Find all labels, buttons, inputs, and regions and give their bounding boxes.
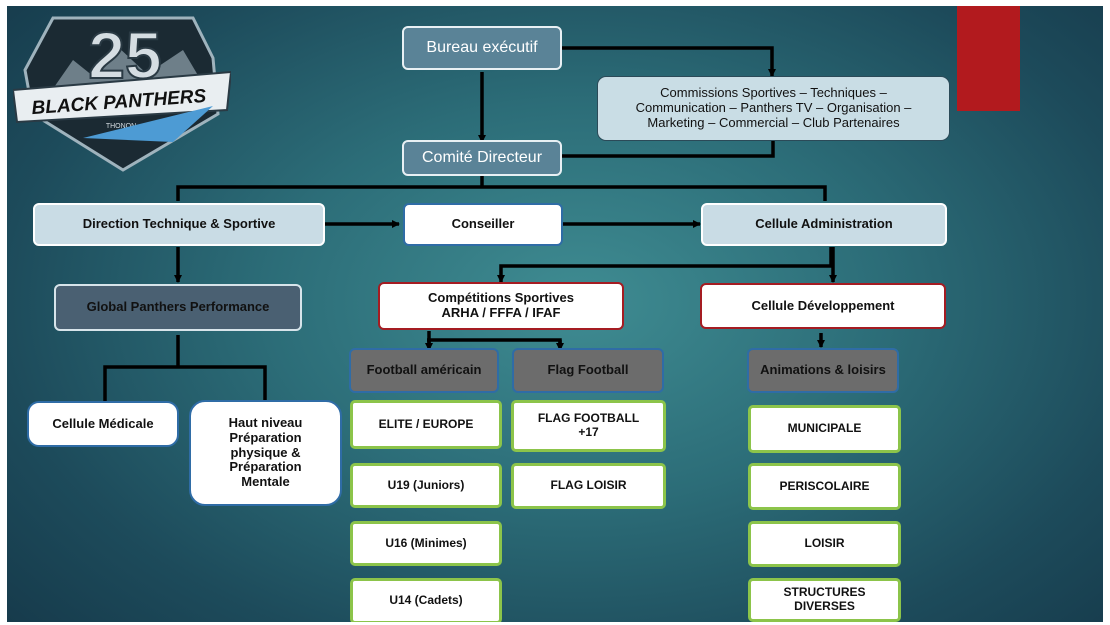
cellule-administration-label: Cellule Administration: [755, 216, 893, 232]
competitions-line-1: Compétitions Sportives: [428, 290, 574, 306]
red-accent-block: [957, 6, 1020, 111]
competitions-sportives-box: Compétitions Sportives ARHA / FFFA / IFA…: [378, 282, 624, 330]
haut-niveau-line-2: Préparation: [229, 429, 302, 445]
comite-directeur-box: Comité Directeur: [402, 140, 562, 176]
football-americain-box: Football américain: [349, 348, 499, 393]
org-chart-slide: 25 BLACK PANTHERS THONON: [7, 6, 1103, 622]
flag-item-plus17: FLAG FOOTBALL +17: [511, 400, 666, 452]
conseiller-box: Conseiller: [403, 203, 563, 246]
commissions-line-2: Communication – Panthers TV – Organisati…: [635, 100, 912, 116]
commissions-line-1: Commissions Sportives – Techniques –: [660, 85, 887, 101]
commissions-line-3: Marketing – Commercial – Club Partenaire…: [647, 114, 900, 130]
flag-football-label: Flag Football: [547, 362, 629, 378]
direction-technique-label: Direction Technique & Sportive: [82, 216, 276, 232]
competitions-line-2: ARHA / FFFA / IFAF: [441, 305, 561, 320]
global-panthers-performance-box: Global Panthers Performance: [54, 284, 302, 331]
flag-item-label: FLAG LOISIR: [550, 478, 627, 493]
animations-loisirs-label: Animations & loisirs: [760, 362, 886, 378]
animation-item-label: PERISCOLAIRE: [779, 478, 870, 493]
flag-item-loisir: FLAG LOISIR: [511, 463, 666, 509]
cellule-administration-box: Cellule Administration: [701, 203, 947, 246]
football-item-u14: U14 (Cadets): [350, 578, 502, 622]
animation-item-line-1: STRUCTURES: [783, 585, 866, 600]
animation-item-label: MUNICIPALE: [787, 421, 862, 436]
cellule-developpement-box: Cellule Développement: [700, 283, 946, 329]
animation-item-loisir: LOISIR: [748, 521, 901, 567]
bureau-executif-box: Bureau exécutif: [402, 26, 562, 70]
comite-directeur-label: Comité Directeur: [421, 148, 543, 166]
football-item-label: ELITE / EUROPE: [378, 416, 474, 431]
haut-niveau-box: Haut niveau Préparation physique & Prépa…: [189, 400, 342, 506]
global-panthers-performance-label: Global Panthers Performance: [86, 299, 270, 315]
animation-item-line-2: DIVERSES: [794, 599, 855, 613]
bureau-executif-label: Bureau exécutif: [426, 38, 538, 56]
animation-item-municipale: MUNICIPALE: [748, 405, 901, 453]
football-item-label: U14 (Cadets): [389, 593, 463, 608]
animation-item-label: LOISIR: [804, 536, 845, 551]
animation-item-periscolaire: PERISCOLAIRE: [748, 463, 901, 510]
cellule-medicale-label: Cellule Médicale: [52, 415, 154, 431]
haut-niveau-line-5: Mentale: [241, 474, 290, 490]
football-item-elite: ELITE / EUROPE: [350, 400, 502, 449]
flag-item-line-2: +17: [578, 425, 599, 439]
animation-item-structures: STRUCTURES DIVERSES: [748, 578, 901, 622]
football-item-u16: U16 (Minimes): [350, 521, 502, 566]
flag-football-box: Flag Football: [512, 348, 664, 393]
football-item-label: U16 (Minimes): [385, 535, 467, 550]
haut-niveau-line-3: physique &: [230, 444, 301, 460]
haut-niveau-line-4: Préparation: [229, 459, 302, 475]
cellule-medicale-box: Cellule Médicale: [27, 401, 179, 447]
football-item-label: U19 (Juniors): [387, 477, 465, 492]
logo-city: THONON: [106, 123, 136, 130]
black-panthers-logo: 25 BLACK PANTHERS THONON: [13, 16, 231, 172]
commissions-box: Commissions Sportives – Techniques – Com…: [597, 76, 950, 141]
conseiller-label: Conseiller: [451, 216, 515, 232]
animations-loisirs-box: Animations & loisirs: [747, 348, 899, 393]
haut-niveau-line-1: Haut niveau: [228, 414, 303, 430]
football-item-u19: U19 (Juniors): [350, 463, 502, 508]
cellule-developpement-label: Cellule Développement: [751, 297, 895, 313]
direction-technique-box: Direction Technique & Sportive: [33, 203, 325, 246]
football-americain-label: Football américain: [366, 362, 482, 378]
flag-item-line-1: FLAG FOOTBALL: [537, 411, 640, 426]
